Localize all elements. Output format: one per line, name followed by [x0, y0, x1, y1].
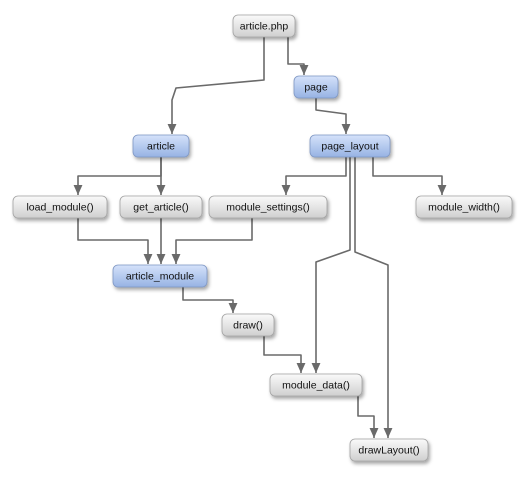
- node-label: page_layout: [321, 141, 378, 153]
- edge-page-layout-to-module-data: [311, 157, 351, 373]
- edge-page-layout-to-drawLayout: [354, 157, 393, 438]
- node-article-module[interactable]: article_module: [112, 264, 208, 288]
- node-label: module_width(): [428, 202, 500, 214]
- node-box: [232, 14, 296, 38]
- edge-draw-to-module-data: [263, 336, 306, 373]
- edge-module-settings-to-article-module: [171, 218, 253, 264]
- node-label: load_module(): [26, 202, 93, 214]
- edge-load-module-to-article-module: [77, 218, 153, 264]
- node-drawLayout[interactable]: drawLayout(): [349, 438, 429, 462]
- node-article-php[interactable]: article.php: [232, 14, 296, 38]
- edge-article-php-to-page: [287, 37, 309, 75]
- nodes: article.php page article page_layout load_mo…: [12, 14, 513, 462]
- edge-module-data-to-drawLayout: [357, 396, 379, 438]
- node-page-layout[interactable]: page_layout: [309, 134, 391, 158]
- node-page[interactable]: page: [293, 75, 339, 99]
- node-label: drawLayout(): [358, 445, 419, 457]
- node-label: get_article(): [133, 202, 188, 214]
- edges: [73, 37, 447, 438]
- node-box: [112, 264, 208, 288]
- edge-article-to-load-module: [73, 157, 162, 195]
- node-article[interactable]: article: [132, 134, 190, 158]
- node-label: article_module: [126, 271, 194, 283]
- node-label: article.php: [240, 21, 289, 33]
- node-label: draw(): [233, 320, 263, 332]
- edge-page-to-page-layout: [315, 98, 351, 134]
- node-get-article[interactable]: get_article(): [119, 195, 203, 219]
- node-box: [208, 195, 328, 219]
- node-box: [12, 195, 108, 219]
- node-box: [132, 134, 190, 158]
- node-box: [119, 195, 203, 219]
- node-label: page: [304, 82, 328, 94]
- node-box: [349, 438, 429, 462]
- node-label: article: [147, 141, 175, 153]
- node-box: [269, 373, 363, 397]
- node-draw[interactable]: draw(): [221, 313, 275, 337]
- node-label: module_data(): [282, 380, 350, 392]
- node-module-settings[interactable]: module_settings(): [208, 195, 328, 219]
- node-module-data[interactable]: module_data(): [269, 373, 363, 397]
- node-label: module_settings(): [226, 202, 309, 214]
- node-box: [415, 195, 513, 219]
- edge-page-layout-to-module-settings: [281, 157, 347, 195]
- edge-article-php-to-article: [167, 37, 265, 134]
- node-module-width[interactable]: module_width(): [415, 195, 513, 219]
- edge-article-module-to-draw: [182, 287, 238, 313]
- node-box: [221, 313, 275, 337]
- node-box: [293, 75, 339, 99]
- edge-page-layout-to-module-width: [372, 157, 447, 195]
- node-load-module[interactable]: load_module(): [12, 195, 108, 219]
- node-box: [309, 134, 391, 158]
